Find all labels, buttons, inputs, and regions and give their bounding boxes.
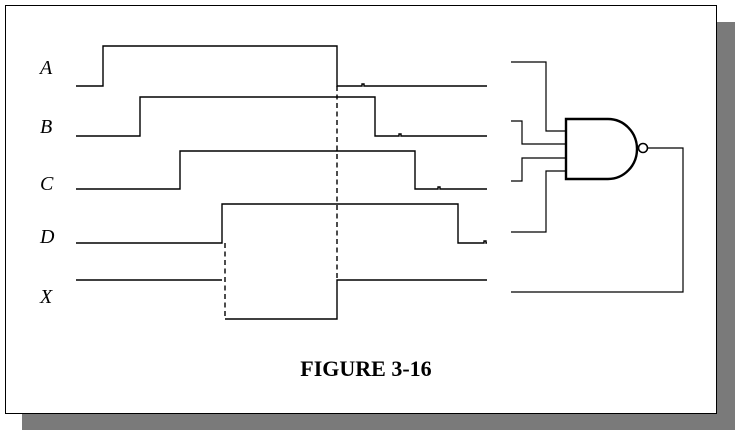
signal-label-d: D bbox=[39, 226, 55, 248]
waveform-a bbox=[76, 45, 487, 87]
signal-label-c: C bbox=[40, 173, 54, 195]
waveform-d bbox=[76, 203, 487, 244]
waveform-b bbox=[76, 96, 487, 137]
waveform-c bbox=[76, 150, 487, 190]
gate-output-wire-x bbox=[511, 147, 684, 293]
gate-input-wire-b bbox=[511, 120, 567, 145]
signal-label-a: A bbox=[38, 57, 53, 79]
figure-frame bbox=[5, 5, 717, 414]
signal-label-b: B bbox=[40, 116, 52, 138]
nand-gate-body bbox=[564, 117, 639, 181]
figure-caption: FIGURE 3-16 bbox=[300, 356, 431, 381]
gate-input-wire-d bbox=[511, 170, 567, 233]
signal-label-x: X bbox=[39, 286, 53, 308]
nand-gate-inversion-bubble bbox=[637, 142, 649, 154]
gate-input-wire-a bbox=[511, 61, 567, 132]
gate-input-wire-c bbox=[511, 157, 567, 182]
waveform-x-low-pulse bbox=[225, 279, 487, 320]
